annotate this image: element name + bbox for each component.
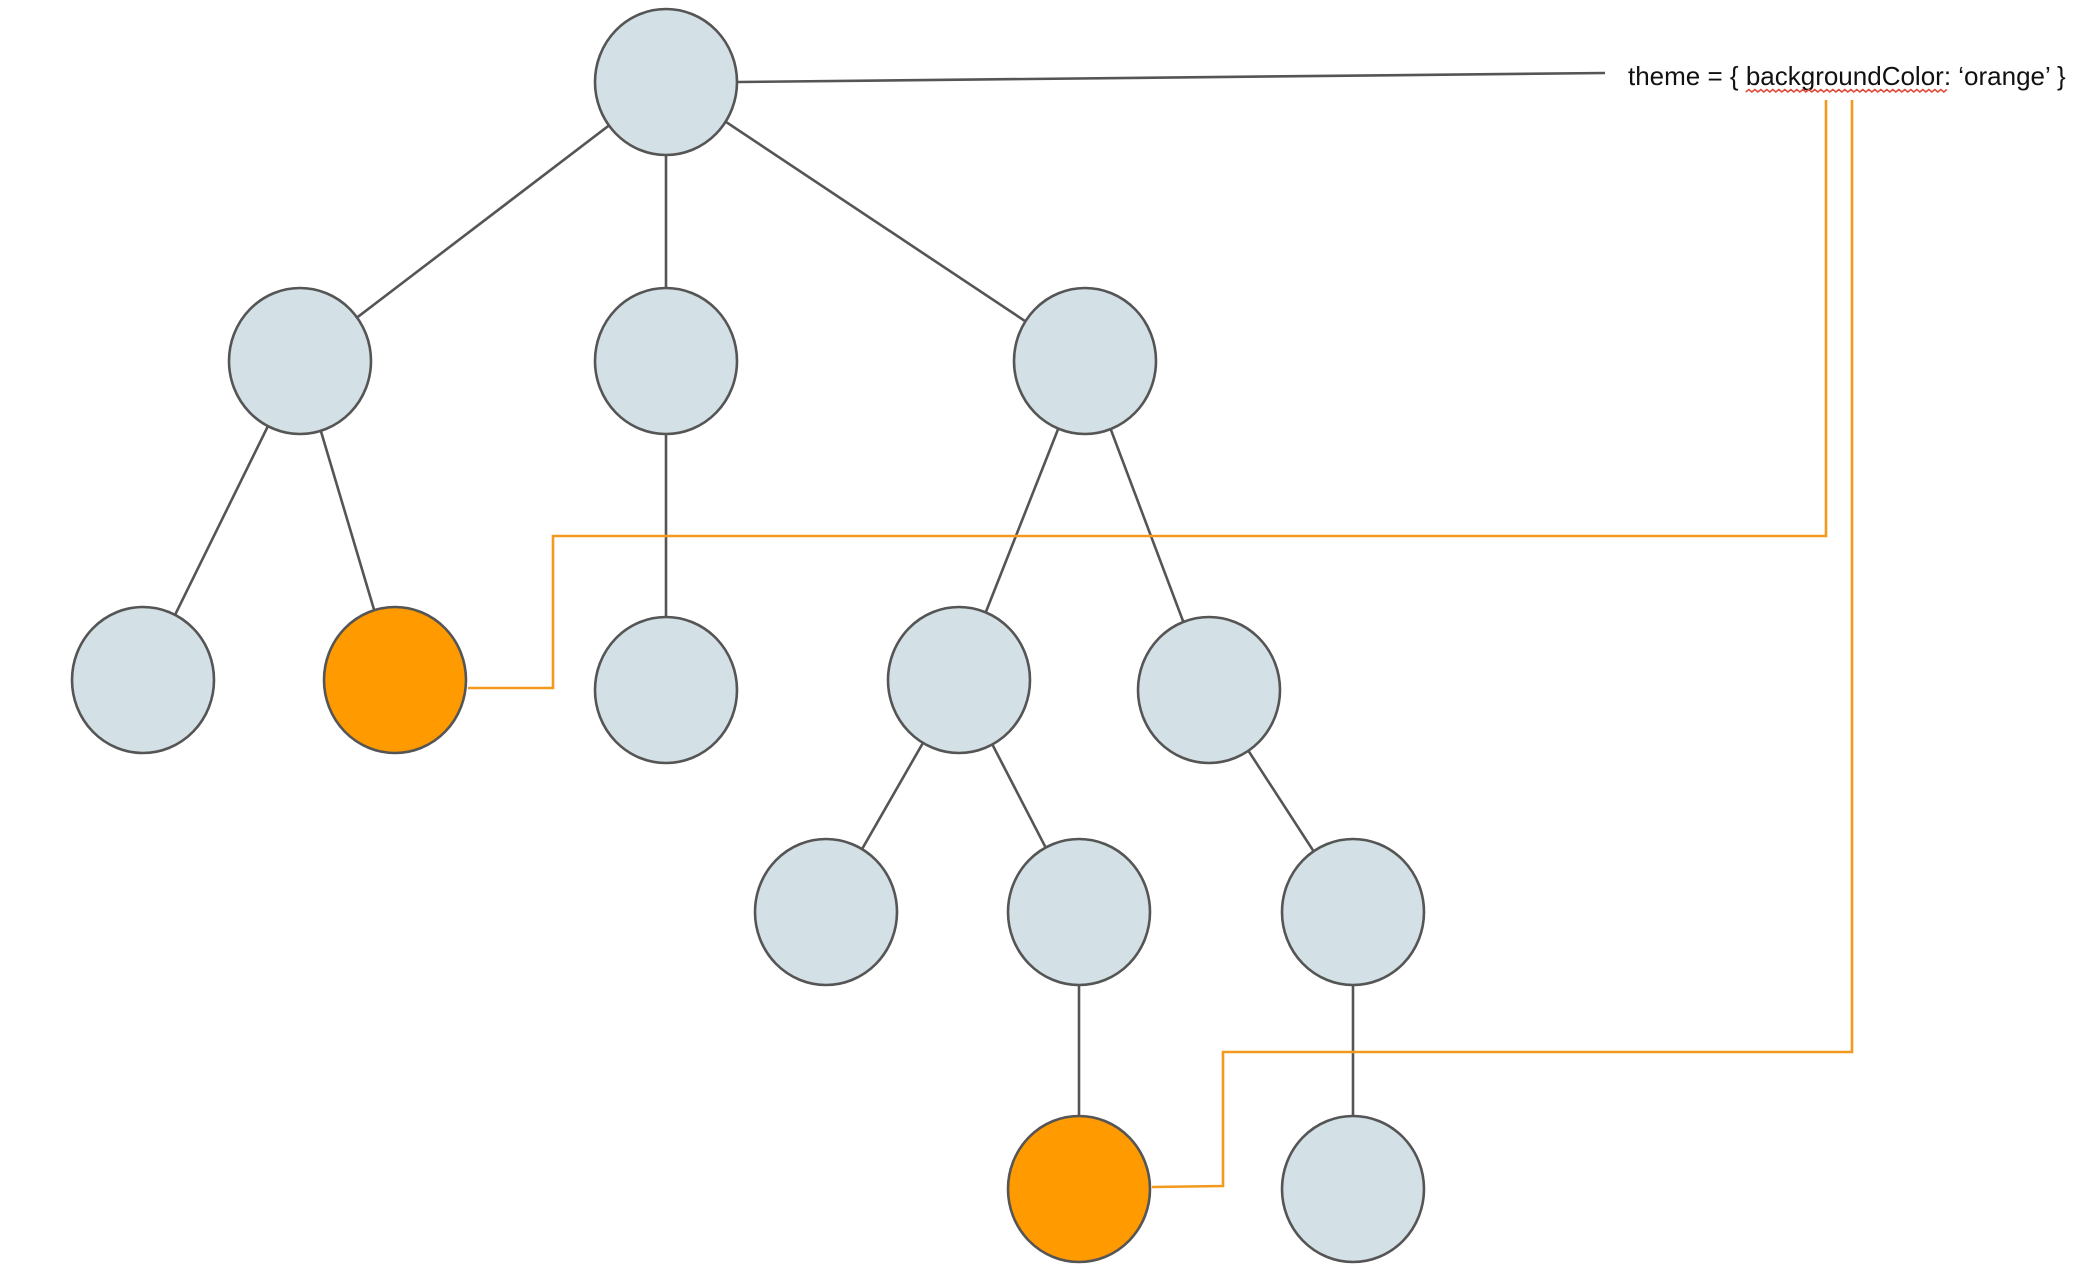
- tree-edge-c2-c2a: [1246, 748, 1316, 854]
- connector-label-to-root: [737, 71, 1606, 84]
- tree-node-c: [1012, 286, 1158, 436]
- tree-edge-root-a: [355, 124, 611, 319]
- tree-edge-c-c1: [983, 426, 1061, 615]
- tree-edge-a-a2: [319, 428, 376, 613]
- highlighted-node-c1b1: [1006, 1114, 1152, 1264]
- tree-node-c2a1: [1280, 1114, 1426, 1264]
- theme-label-key: backgroundColor: [1746, 61, 1944, 91]
- tree-node-a: [227, 286, 373, 436]
- tree-node-b1: [593, 615, 739, 765]
- tree-node-c1: [886, 605, 1032, 755]
- tree-nodes: [70, 7, 1426, 1264]
- theme-connectors: [468, 71, 1854, 1189]
- tree-node-c1a: [753, 837, 899, 987]
- tree-edges: [173, 120, 1355, 1118]
- tree-node-c1b: [1006, 837, 1152, 987]
- tree-edge-a-a1: [173, 424, 270, 617]
- theme-label: theme = { backgroundColor: ‘orange’ }: [1628, 61, 2066, 91]
- connector-label-to-a2: [468, 100, 1828, 690]
- highlighted-node-a2: [322, 605, 468, 755]
- tree-node-b: [593, 286, 739, 436]
- connector-label-to-c1b1: [1151, 100, 1854, 1189]
- tree-node-a1: [70, 605, 216, 755]
- tree-node-c2a: [1280, 837, 1426, 987]
- theme-label-suffix: : ‘orange’ }: [1944, 61, 2066, 91]
- tree-node-root: [593, 7, 739, 157]
- theme-label-prefix: theme = {: [1628, 61, 1746, 91]
- spellcheck-underline: [1745, 88, 1948, 94]
- tree-edge-root-c: [724, 120, 1027, 323]
- tree-edge-c1-c1a: [860, 740, 925, 852]
- tree-node-c2: [1136, 615, 1282, 765]
- tree-edge-c-c2: [1108, 426, 1186, 625]
- theme-label-group: theme = { backgroundColor: ‘orange’ }: [1628, 61, 2066, 94]
- tree-edge-c1-c1b: [990, 742, 1048, 850]
